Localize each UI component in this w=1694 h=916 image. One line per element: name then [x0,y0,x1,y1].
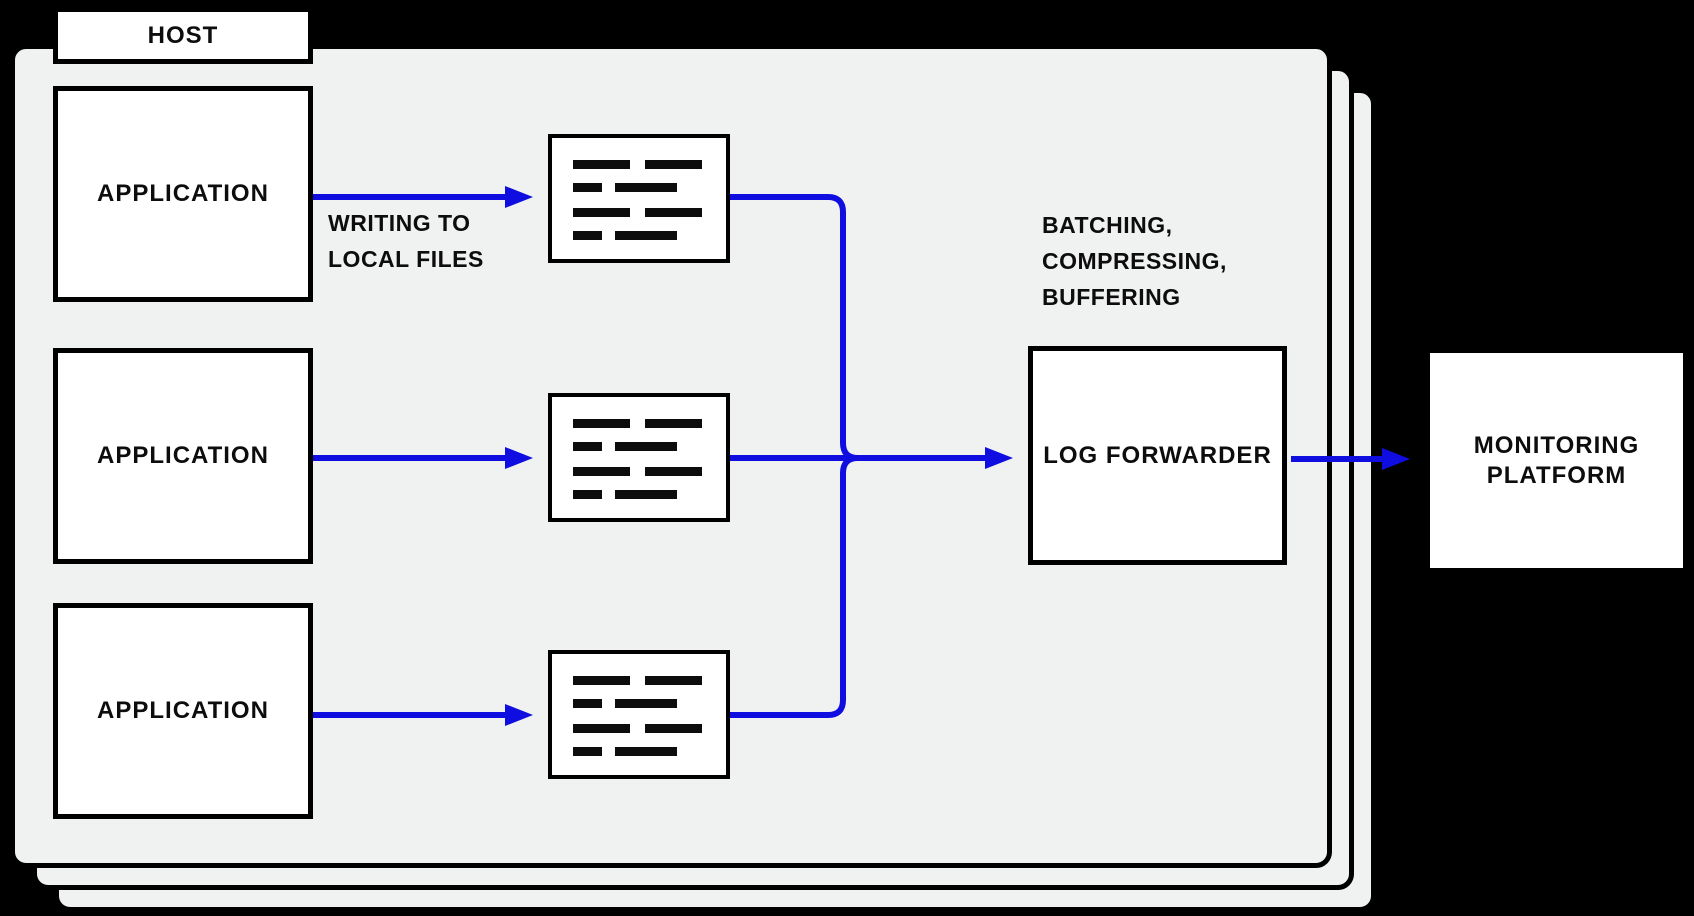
log-forwarder-box: LOG FORWARDER [1028,346,1287,565]
log-line [615,442,677,451]
log-forwarder-label: LOG FORWARDER [1043,441,1272,469]
log-file-icon [548,650,730,779]
log-line [645,724,702,733]
log-file-icon [548,134,730,263]
wire-logfile3-to-merge [726,455,859,718]
monitoring-platform-box: MONITORING PLATFORM [1430,353,1683,568]
host-label: HOST [53,7,313,64]
log-line [573,160,630,169]
arrow-merge-to-forwarder [726,447,1013,469]
log-line [573,467,630,476]
log-line [645,208,702,217]
log-line [645,467,702,476]
log-line [573,747,602,756]
application-label: APPLICATION [97,180,269,207]
log-line [645,419,702,428]
application-label: APPLICATION [97,697,269,724]
log-line [573,208,630,217]
log-line [573,490,602,499]
log-line [573,231,602,240]
application-box-1: APPLICATION [53,86,313,302]
arrow-app1-to-logfile1 [313,186,533,208]
annotation-writing-to-local-files: WRITING TO LOCAL FILES [328,210,484,272]
log-line [645,160,702,169]
log-line [615,183,677,192]
log-line [573,442,602,451]
log-line [615,747,677,756]
log-line [573,699,602,708]
log-line [615,699,677,708]
log-line [645,676,702,685]
arrow-app2-to-logfile2 [313,447,533,469]
log-line [573,676,630,685]
log-line [573,419,630,428]
log-line [615,231,677,240]
arrow-forwarder-to-monitoring [1291,448,1410,470]
application-label: APPLICATION [97,442,269,469]
log-line [615,490,677,499]
host-label-text: HOST [147,21,219,49]
log-line [573,724,630,733]
monitoring-platform-label: MONITORING PLATFORM [1473,431,1640,489]
wire-logfile1-to-merge [726,194,859,461]
application-box-3: APPLICATION [53,603,313,819]
application-box-2: APPLICATION [53,348,313,564]
annotation-batching-compressing-buffering: BATCHING, COMPRESSING, BUFFERING [1042,212,1227,310]
arrow-app3-to-logfile3 [313,704,533,726]
log-file-icon [548,393,730,522]
log-line [573,183,602,192]
